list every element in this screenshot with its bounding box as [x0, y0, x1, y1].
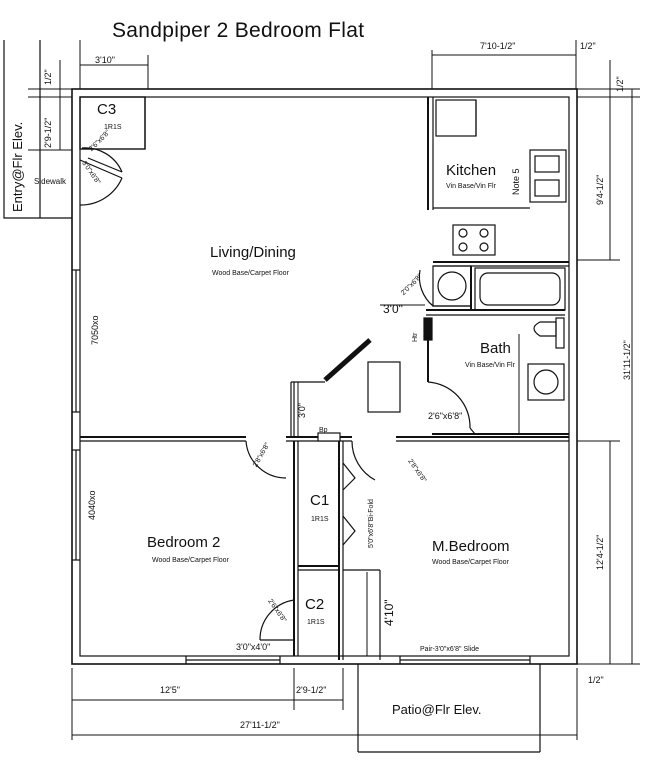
- bp-label: Bp: [319, 427, 328, 434]
- closet-c1-walls: [293, 441, 356, 660]
- dim-bottom-left: 12'5": [160, 685, 180, 695]
- bedroom2-finish: Wood Base/Carpet Floor: [152, 557, 229, 564]
- hall-width-label: 3'0": [383, 302, 403, 316]
- heater-label: Htr: [412, 332, 419, 342]
- entry-elevation-box: [3, 40, 72, 219]
- sidewalk-label: Sidewalk: [34, 177, 67, 186]
- living-room-finish: Wood Base/Carpet Floor: [212, 270, 289, 277]
- living-room-name: Living/Dining: [210, 244, 296, 261]
- master-closet-walls: [343, 569, 381, 660]
- closet-c1-label: C1: [310, 492, 330, 509]
- hall-walls: [290, 338, 401, 438]
- bedroom2-name: Bedroom 2: [147, 534, 221, 551]
- dim-left-half: 1/2": [43, 69, 53, 85]
- door-bath-label: 2'6"x6'8": [428, 411, 463, 421]
- exterior-walls: [71, 88, 578, 665]
- dimension-lines: [28, 40, 640, 740]
- window-bed2-bottom-label: 3'0"x4'0": [236, 642, 271, 652]
- patio-elevation-label: Patio@Flr Elev.: [392, 702, 482, 717]
- dim-bottom-total: 27'11-1/2": [240, 720, 280, 730]
- dim-bottom-mid: 2'9-1/2": [296, 685, 327, 695]
- master-bedroom-finish: Wood Base/Carpet Floor: [432, 559, 509, 566]
- bath-walls: [423, 267, 569, 435]
- closet-c2-walls: [259, 572, 299, 656]
- bifold-label: 5'0"x6'8"Bi-Fold: [368, 499, 375, 548]
- closet-c2-sub: 1R1S: [307, 619, 325, 626]
- window-bed2-label: 4040xo: [87, 490, 97, 520]
- dim-left-entry: 2'9-1/2": [43, 117, 53, 148]
- window-living-label: 7050xo: [90, 315, 100, 345]
- kitchen-note: Note 5: [511, 168, 521, 195]
- partition-walls: [80, 432, 569, 481]
- hall-depth-label: 3'0": [297, 403, 307, 418]
- dim-top-half: 1/2": [580, 41, 596, 51]
- bath-finish: Vin Base/Vin Flr: [465, 362, 515, 369]
- closet-c3-sub: 1R1S: [104, 124, 122, 131]
- heater-closet-walls: [418, 265, 472, 310]
- master-bedroom-name: M.Bedroom: [432, 538, 510, 555]
- closet-c3-walls: [79, 96, 146, 206]
- patio-elevation-box: [357, 664, 541, 753]
- dim-right-master: 12'4-1/2": [595, 534, 605, 570]
- dim-top-kitchen: 7'10-1/2": [480, 41, 516, 51]
- bath-name: Bath: [480, 340, 511, 357]
- dim-right-top-half: 1/2": [615, 76, 625, 92]
- closet-c1-sub: 1R1S: [311, 516, 329, 523]
- dim-right-total: 31'11-1/2": [622, 340, 632, 380]
- dim-top-c3: 3'10": [95, 55, 115, 65]
- dim-right-kitchen: 9'4-1/2": [595, 174, 605, 205]
- kitchen-name: Kitchen: [446, 162, 497, 179]
- entry-elevation-label: Entry@Flr Elev.: [10, 121, 25, 212]
- closet-c2-label: C2: [305, 596, 325, 613]
- kitchen-finish: Vin Base/Vin Flr: [446, 183, 496, 190]
- plan-title: Sandpiper 2 Bedroom Flat: [112, 19, 365, 42]
- kitchen-walls: [427, 97, 569, 267]
- window-marks: [72, 269, 531, 664]
- closet-c3-label: C3: [97, 101, 117, 118]
- slide-door-label: Pair-3'0"x6'8" Slide: [420, 646, 480, 653]
- dim-right-bottom-half: 1/2": [588, 675, 604, 685]
- master-closet-label: 4'10": [382, 599, 396, 626]
